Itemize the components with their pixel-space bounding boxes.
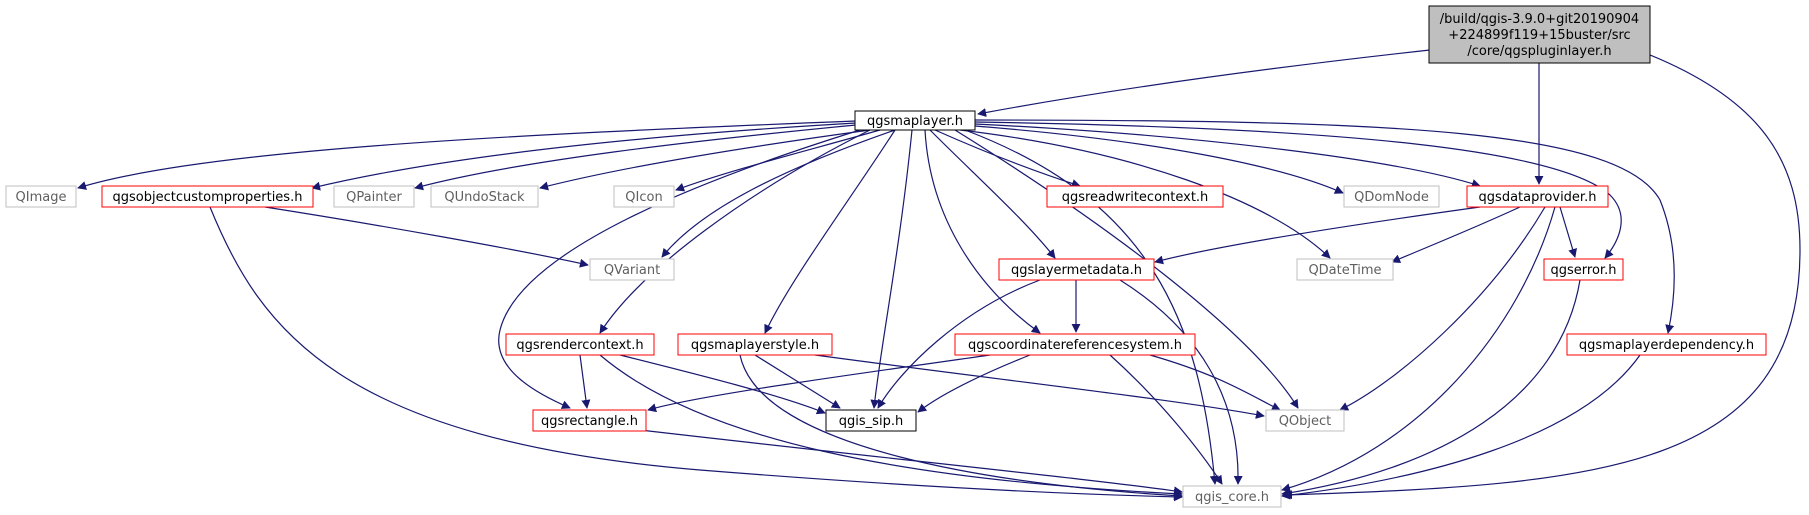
node-label: QImage bbox=[16, 190, 67, 205]
dependency-edge bbox=[619, 354, 826, 415]
node-label: qgsobjectcustomproperties.h bbox=[113, 190, 303, 205]
node-qgserror-h[interactable]: qgserror.h bbox=[1543, 258, 1624, 281]
dependency-edge bbox=[814, 354, 1265, 419]
node-qdatetime: QDateTime bbox=[1296, 258, 1394, 281]
node-label: qgscoordinatereferencesystem.h bbox=[968, 338, 1182, 353]
node-label: qgsrectangle.h bbox=[541, 414, 638, 429]
dependency-edge bbox=[934, 129, 1081, 188]
dependency-edge bbox=[1339, 206, 1546, 411]
node-label: qgsreadwritecontext.h bbox=[1062, 190, 1209, 205]
node-qgslayermetadata-h[interactable]: qgslayermetadata.h bbox=[998, 258, 1155, 281]
dependency-edge bbox=[739, 354, 1183, 501]
node-qpainter: QPainter bbox=[333, 185, 415, 208]
dependency-edge bbox=[974, 123, 1481, 188]
dependency-edge bbox=[1283, 54, 1801, 500]
dependency-edge bbox=[1281, 279, 1581, 498]
node-qicon: QIcon bbox=[613, 185, 675, 208]
dependency-edge bbox=[77, 120, 857, 190]
node-label: qgslayermetadata.h bbox=[1011, 263, 1142, 278]
dependency-edge bbox=[964, 129, 1219, 485]
dependency-edge bbox=[414, 124, 857, 191]
dependency-edge bbox=[639, 429, 1183, 496]
node-label-line-1: /build/qgis-3.9.0+git20190904 bbox=[1440, 12, 1639, 27]
node-label: qgsmaplayerdependency.h bbox=[1579, 338, 1754, 353]
node-label: QDomNode bbox=[1354, 190, 1429, 205]
dependency-edge bbox=[974, 125, 1344, 194]
dependency-edge bbox=[1109, 354, 1223, 485]
node-label-line-2: +224899f119+15buster/src bbox=[1448, 28, 1630, 43]
dependency-edge bbox=[1391, 206, 1521, 263]
dependency-edge bbox=[870, 129, 913, 409]
node-label: qgsrendercontext.h bbox=[516, 338, 643, 353]
node-qdomnode: QDomNode bbox=[1343, 185, 1440, 208]
dependency-edge bbox=[959, 129, 1331, 259]
graph-nodes: /build/qgis-3.9.0+git20190904 +224899f11… bbox=[5, 5, 1767, 508]
dependency-edge bbox=[974, 119, 1675, 334]
dependency-edges bbox=[77, 49, 1801, 502]
dependency-edge bbox=[647, 354, 991, 413]
node-label: qgis_core.h bbox=[1195, 490, 1269, 505]
node-qgsrendercontext-h[interactable]: qgsrendercontext.h bbox=[505, 333, 655, 356]
node-qgscoordinatereferencesystem-h[interactable]: qgscoordinatereferencesystem.h bbox=[954, 333, 1196, 356]
dependency-edge bbox=[1281, 354, 1641, 500]
node-label-line-3: /core/qgspluginlayer.h bbox=[1467, 44, 1611, 59]
node-label: QPainter bbox=[346, 190, 402, 205]
dependency-edge bbox=[929, 129, 1056, 259]
node-qgsobjectcustomproperties-h[interactable]: qgsobjectcustomproperties.h bbox=[101, 185, 314, 208]
node-qgsdataprovider-h[interactable]: qgsdataprovider.h bbox=[1466, 185, 1609, 208]
node-qgis-core-h: qgis_core.h bbox=[1182, 485, 1282, 508]
dependency-edge bbox=[917, 354, 1031, 413]
node-label: QVariant bbox=[604, 263, 660, 278]
node-qundostack: QUndoStack bbox=[430, 185, 539, 208]
node-label: QDateTime bbox=[1308, 263, 1381, 278]
node-label: qgsmaplayer.h bbox=[867, 114, 963, 129]
node-qobject: QObject bbox=[1265, 409, 1345, 432]
dependency-edge bbox=[539, 129, 871, 191]
dependency-edge bbox=[264, 206, 589, 268]
dependency-edge bbox=[675, 129, 881, 192]
dependency-edge bbox=[954, 129, 1299, 409]
dependency-edge bbox=[924, 129, 1041, 334]
dependency-edge bbox=[209, 206, 1183, 502]
node-qvariant: QVariant bbox=[589, 258, 675, 281]
dependency-edge bbox=[1281, 206, 1556, 493]
dependency-edge bbox=[661, 129, 896, 258]
node-label: QObject bbox=[1279, 414, 1332, 429]
dependency-edge bbox=[311, 122, 857, 191]
node-qgsmaplayer-h[interactable]: qgsmaplayer.h bbox=[854, 110, 976, 131]
dependency-edge bbox=[599, 129, 871, 334]
node-label: qgserror.h bbox=[1551, 263, 1617, 278]
node-label: QIcon bbox=[625, 190, 662, 205]
node-qgspluginlayer-h: /build/qgis-3.9.0+git20190904 +224899f11… bbox=[1428, 5, 1651, 64]
dependency-edge bbox=[974, 121, 1622, 259]
node-label: qgsdataprovider.h bbox=[1479, 190, 1597, 205]
node-label: qgis_sip.h bbox=[839, 414, 903, 429]
dependency-edge bbox=[1559, 206, 1577, 258]
dependency-edge bbox=[1149, 354, 1281, 411]
node-qgis-sip-h[interactable]: qgis_sip.h bbox=[825, 409, 917, 432]
dependency-edge bbox=[498, 129, 861, 409]
dependency-edge bbox=[1154, 206, 1481, 265]
dependency-edge bbox=[579, 354, 591, 409]
dependency-edge bbox=[764, 129, 896, 334]
dependency-edge bbox=[1119, 279, 1243, 485]
node-qimage: QImage bbox=[5, 185, 77, 208]
node-qgsreadwritecontext-h[interactable]: qgsreadwritecontext.h bbox=[1046, 185, 1224, 208]
node-qgsmaplayerstyle-h[interactable]: qgsmaplayerstyle.h bbox=[677, 333, 833, 356]
dependency-edge bbox=[977, 49, 1431, 117]
dependency-edge bbox=[877, 279, 1041, 409]
node-label: qgsmaplayerstyle.h bbox=[691, 338, 819, 353]
node-qgsmaplayerdependency-h[interactable]: qgsmaplayerdependency.h bbox=[1566, 333, 1767, 356]
dependency-edge bbox=[754, 354, 841, 409]
node-qgsrectangle-h[interactable]: qgsrectangle.h bbox=[532, 409, 647, 432]
node-label: QUndoStack bbox=[444, 190, 525, 205]
